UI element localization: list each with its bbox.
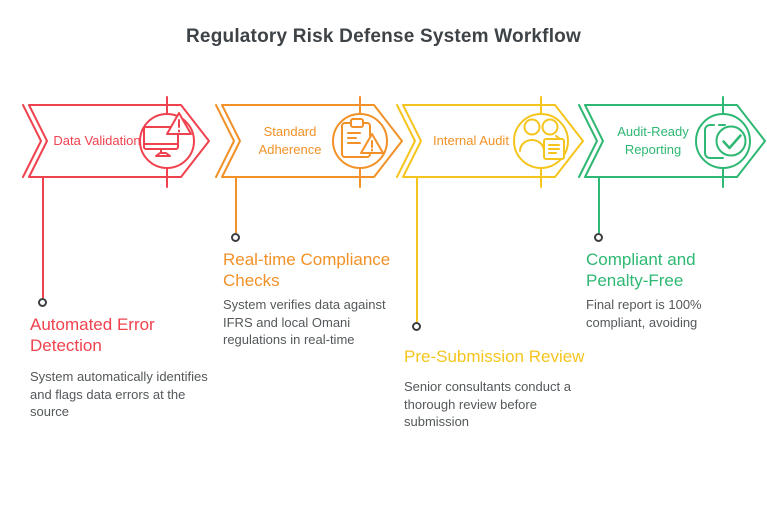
stage-heading: Pre-Submission Review: [404, 347, 585, 366]
stage-standard-adherence: Standard Adherence Real-time Compliance …: [215, 0, 407, 511]
monitor-alert-icon: [144, 113, 191, 156]
arrow-banner: [22, 95, 214, 191]
banner-outline: [585, 105, 765, 177]
connector-line: [235, 177, 237, 233]
connector-line: [598, 177, 600, 233]
connector-line: [416, 177, 418, 322]
connector-marker: [594, 233, 603, 242]
banner-label: Data Validation: [53, 133, 141, 148]
stage-heading: Compliant and Penalty-Free: [586, 250, 696, 290]
banner-chevron-edge: [23, 105, 41, 177]
connector-marker: [412, 322, 421, 331]
banner-label: Internal Audit: [433, 133, 509, 148]
connector-line: [42, 177, 44, 298]
connector-marker: [231, 233, 240, 242]
banner-chevron-edge: [579, 105, 597, 177]
banner-outline: [403, 105, 583, 177]
auditors-document-icon: [520, 120, 564, 160]
stage-data-validation: Data Validation Automated Error Detectio…: [22, 0, 214, 511]
banner-outline: [29, 105, 209, 177]
banner-chevron-edge: [397, 105, 415, 177]
stage-audit-ready-reporting: Audit-Ready Reporting Compliant and Pena…: [578, 0, 767, 511]
stage-description: System automatically identifies and flag…: [30, 369, 208, 419]
stage-description: System verifies data against IFRS and lo…: [223, 297, 386, 347]
clipboard-alert-icon: [342, 119, 383, 157]
icon-circle: [333, 114, 387, 168]
banner-label: Audit-Ready Reporting: [617, 124, 689, 157]
stage-description: Final report is 100% compliant, avoiding: [586, 297, 702, 330]
report-check-icon: [705, 125, 746, 158]
stage-internal-audit: Internal Audit Pre-Submission Review Sen…: [396, 0, 588, 511]
connector-marker: [38, 298, 47, 307]
banner-chevron-edge: [216, 105, 234, 177]
banner-label: Standard Adherence: [258, 124, 322, 157]
stage-heading: Real-time Compliance Checks: [223, 250, 391, 290]
arrow-banner: [396, 95, 588, 191]
banner-outline: [222, 105, 402, 177]
stage-description: Senior consultants conduct a thorough re…: [404, 379, 571, 429]
icon-circle: [140, 114, 194, 168]
stage-heading: Automated Error Detection: [30, 315, 155, 355]
arrow-banner: [215, 95, 407, 191]
arrow-banner: [578, 95, 767, 191]
page-title: Regulatory Risk Defense System Workflow: [186, 26, 581, 47]
